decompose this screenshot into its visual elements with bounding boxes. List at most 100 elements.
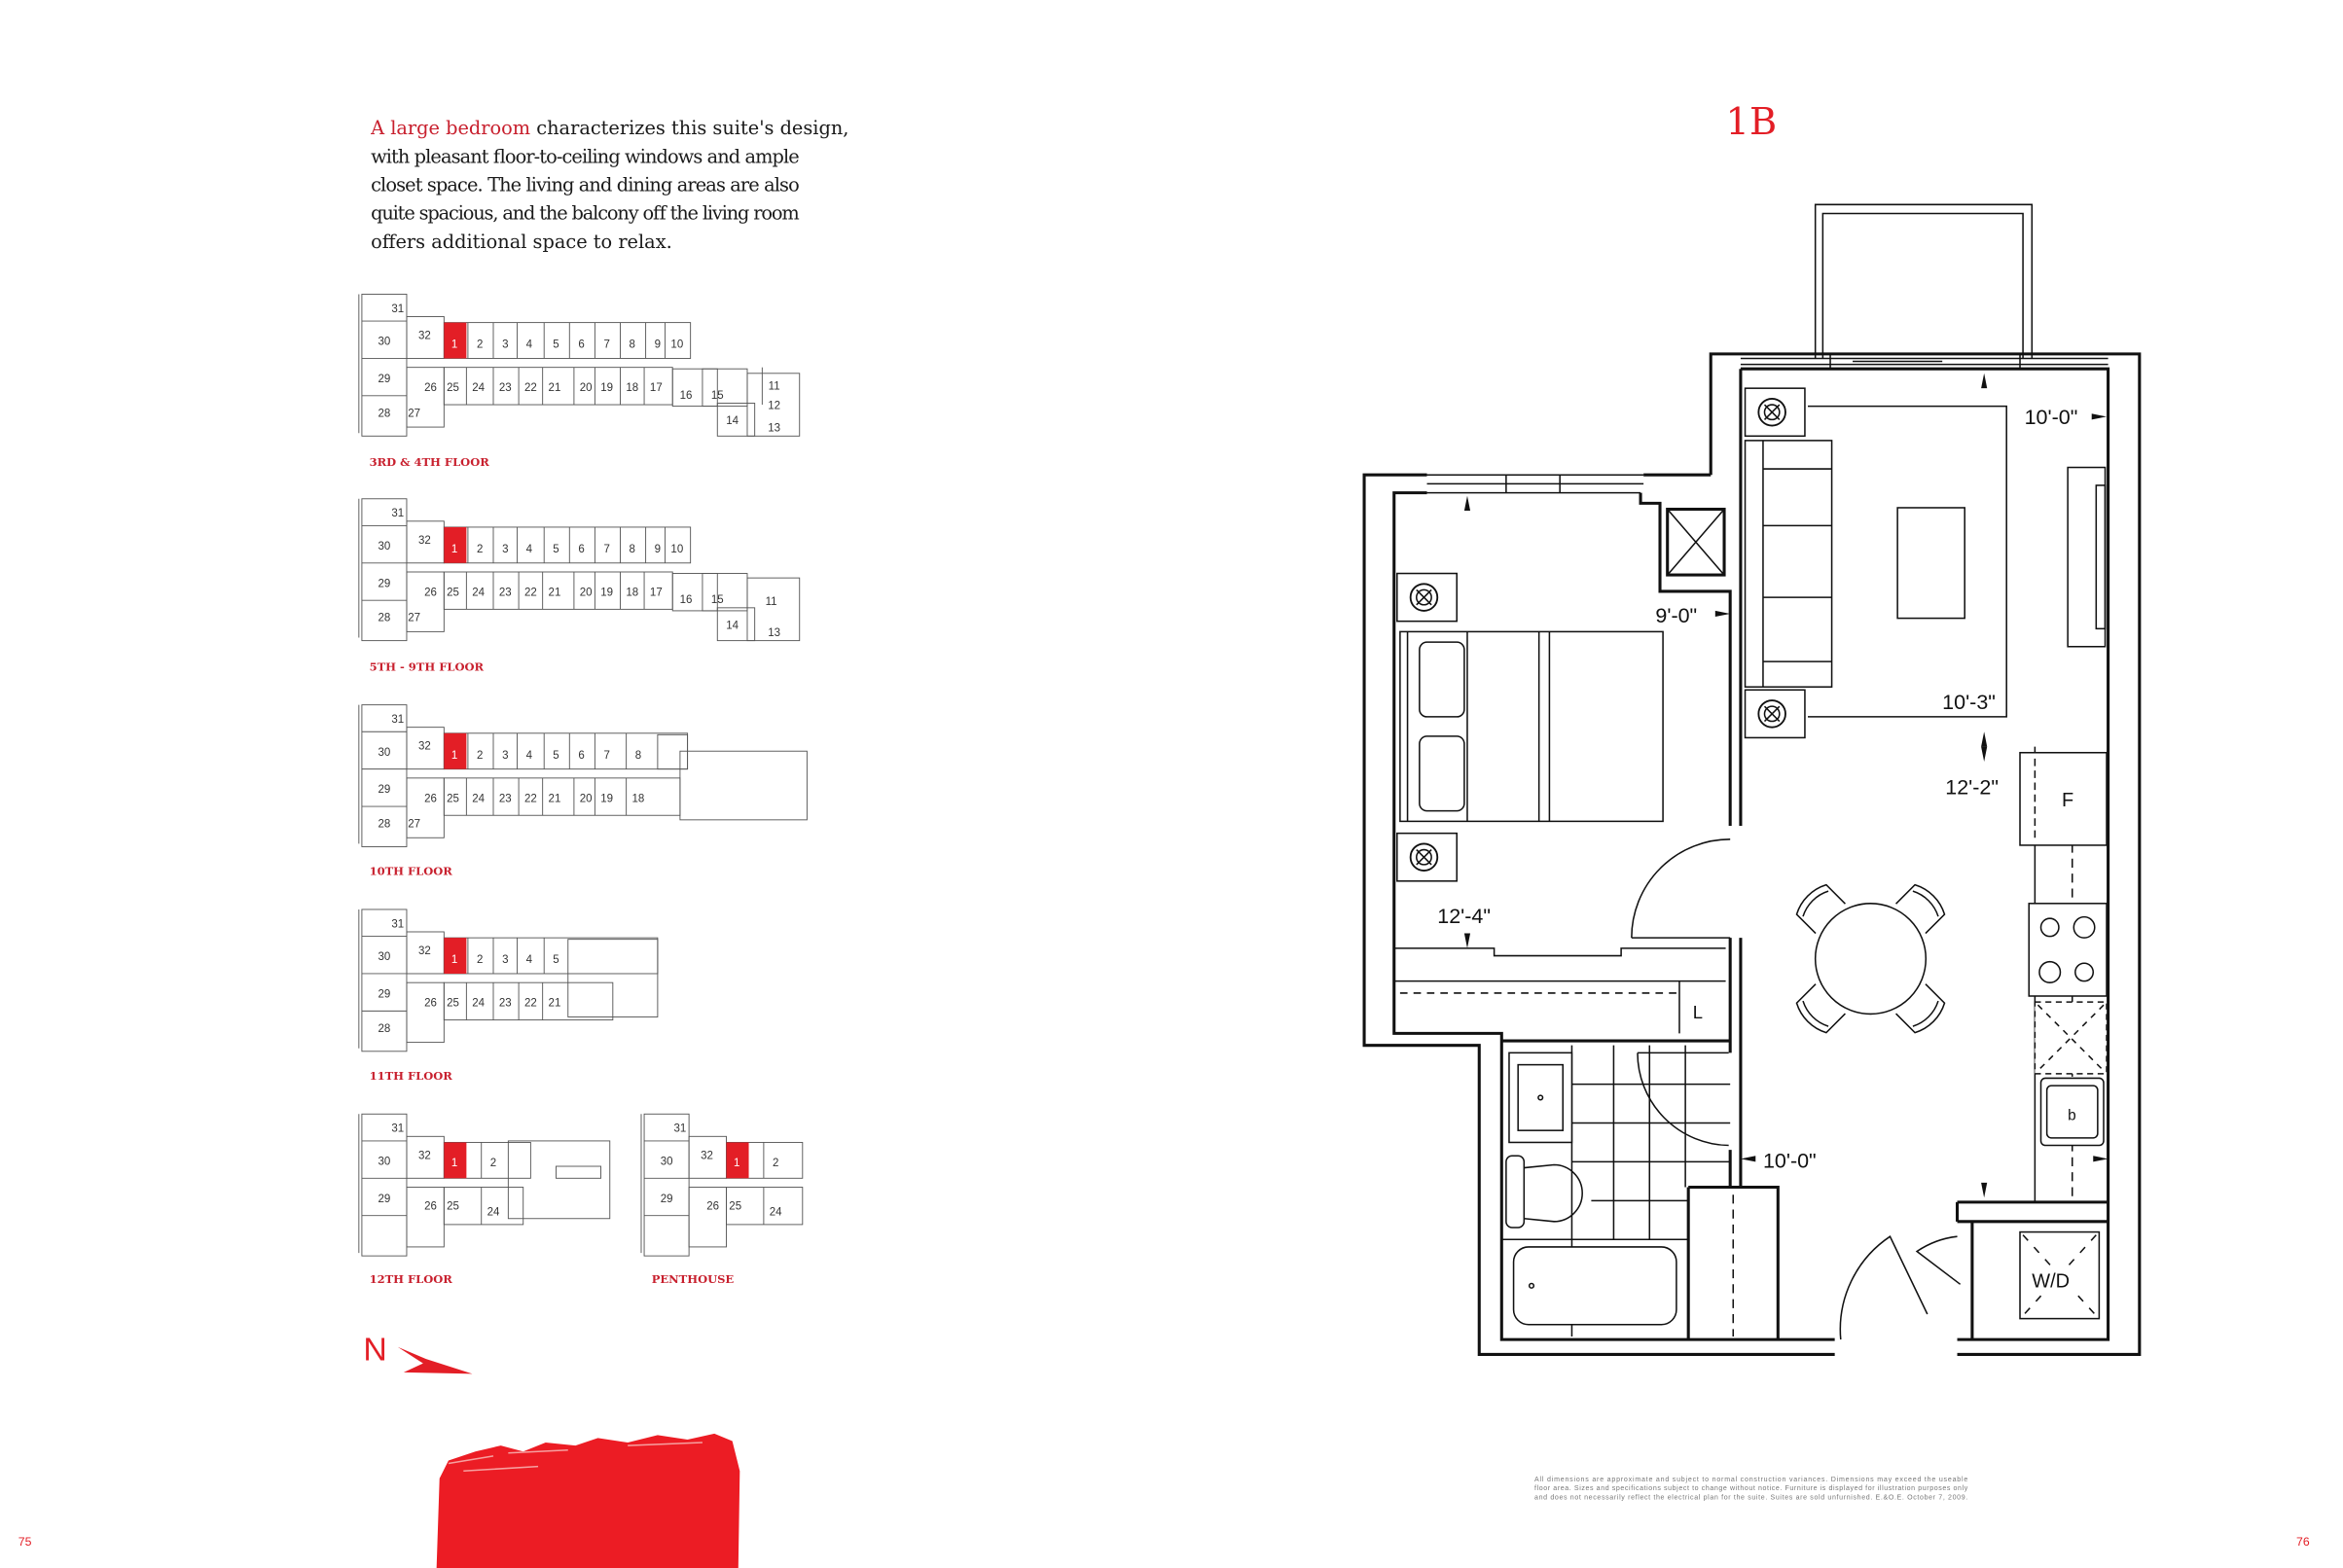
- unit-number: 26: [706, 1201, 719, 1213]
- unit-number: 31: [391, 714, 404, 726]
- bathtub-icon: [1512, 1246, 1677, 1326]
- unit-number: 14: [726, 620, 739, 631]
- unit-number: 2: [477, 750, 483, 762]
- unit-number: 28: [378, 819, 391, 831]
- unit-number: 9: [655, 339, 661, 351]
- unit-number: 6: [578, 750, 584, 762]
- unit-number: 26: [424, 588, 437, 599]
- dim-bedroom-length: 12'-4": [1437, 905, 1491, 928]
- unit-number: 20: [580, 588, 593, 599]
- unit-number: 13: [768, 627, 780, 639]
- bed-icon: [1399, 630, 1664, 823]
- unit-number: 8: [630, 544, 635, 555]
- unit-number: 22: [524, 793, 537, 804]
- unit-number: 21: [549, 382, 561, 394]
- unit-number: 14: [726, 415, 739, 427]
- shaft: [1666, 507, 1726, 577]
- key-plan-label: 10TH FLOOR: [370, 865, 453, 878]
- unit-number: 26: [424, 1201, 437, 1213]
- unit-number: 4: [526, 339, 533, 351]
- unit-number: 24: [472, 382, 485, 394]
- unit-number: 15: [711, 594, 724, 606]
- unit-number: 15: [711, 390, 724, 402]
- dim-kitchen-width: 10'-0": [1763, 1150, 1817, 1173]
- unit-number: 29: [378, 578, 391, 589]
- suite-title: 1B: [1726, 100, 1778, 144]
- unit-number: 16: [680, 594, 693, 606]
- unit-number: 31: [674, 1123, 687, 1135]
- unit-number: 6: [578, 339, 584, 351]
- highlighted-unit: [726, 1142, 749, 1179]
- toilet-icon: [1505, 1155, 1526, 1229]
- unit-number: 20: [580, 382, 593, 394]
- unit-number: 16: [680, 390, 693, 402]
- unit-number: 5: [553, 750, 559, 762]
- unit-number: 2: [477, 339, 483, 351]
- unit-number: 11: [769, 381, 780, 393]
- dim-dining-length: 12'-2": [1945, 776, 1999, 800]
- washer-dryer: W/D: [2019, 1230, 2101, 1320]
- unit-number: 5: [553, 954, 559, 966]
- unit-number: 26: [424, 998, 437, 1010]
- unit-number: 3: [502, 544, 508, 555]
- washer-dryer-label: W/D: [2032, 1270, 2070, 1292]
- unit-number: 32: [418, 330, 431, 341]
- unit-number: 32: [701, 1150, 713, 1161]
- unit-number: 25: [447, 1201, 459, 1213]
- unit-number: 12: [768, 401, 780, 412]
- key-plan-label: 12TH FLOOR: [370, 1272, 453, 1286]
- unit-number: 20: [580, 793, 593, 804]
- dining-table-icon: [1795, 883, 1946, 1034]
- unit-number: 25: [447, 998, 459, 1010]
- unit-number: 1: [451, 1158, 457, 1169]
- unit-number: 13: [768, 423, 780, 435]
- unit-number: 30: [378, 337, 391, 348]
- unit-number: 26: [424, 382, 437, 394]
- north-arrow: N: [363, 1332, 473, 1374]
- highlighted-unit: [444, 1142, 467, 1179]
- exhaust-fan-icon: [1744, 387, 1806, 438]
- kitchen-sink-icon: [2039, 1077, 2105, 1147]
- unit-number: 23: [499, 998, 512, 1010]
- faucet-icon: b: [2068, 1107, 2076, 1123]
- unit-number: 7: [603, 544, 609, 555]
- highlighted-unit: [444, 322, 467, 359]
- disclaimer-line: floor area. Sizes and specifications sub…: [1534, 1485, 1968, 1492]
- unit-number: 25: [729, 1201, 741, 1213]
- red-brush-stroke: [436, 1433, 740, 1568]
- kitchen: F b: [2019, 746, 2108, 1202]
- unit-number: 32: [418, 741, 431, 753]
- dishwasher-icon: [2034, 1001, 2108, 1075]
- unit-number: 4: [526, 750, 533, 762]
- exterior-wall: [1362, 352, 2142, 1356]
- partition-wall: [1728, 938, 1743, 1188]
- page-number-left: 75: [18, 1535, 32, 1549]
- unit-number: 8: [635, 750, 641, 762]
- north-arrow-icon: [397, 1346, 473, 1374]
- unit-number: 25: [447, 382, 459, 394]
- unit-number: 1: [734, 1158, 739, 1169]
- interior-wall-line: [1392, 367, 2110, 1341]
- area-rug: [1808, 405, 2007, 718]
- key-plan-label: 5TH - 9TH FLOOR: [370, 659, 485, 673]
- unit-number: 27: [408, 408, 420, 419]
- unit-number: 11: [766, 596, 777, 608]
- window: [1426, 353, 2109, 494]
- unit-number: 28: [378, 1023, 391, 1035]
- disclaimer: All dimensions are approximate and subje…: [1534, 1477, 1968, 1501]
- bedroom-closet: L: [1393, 947, 1726, 1034]
- unit-number: 1: [451, 544, 457, 555]
- highlighted-unit: [444, 938, 467, 974]
- unit-number: 19: [600, 793, 613, 804]
- unit-number: 21: [549, 588, 561, 599]
- unit-number: 4: [526, 544, 533, 555]
- unit-number: 24: [487, 1207, 500, 1219]
- unit-number: 31: [391, 918, 404, 930]
- unit-number: 24: [770, 1207, 782, 1219]
